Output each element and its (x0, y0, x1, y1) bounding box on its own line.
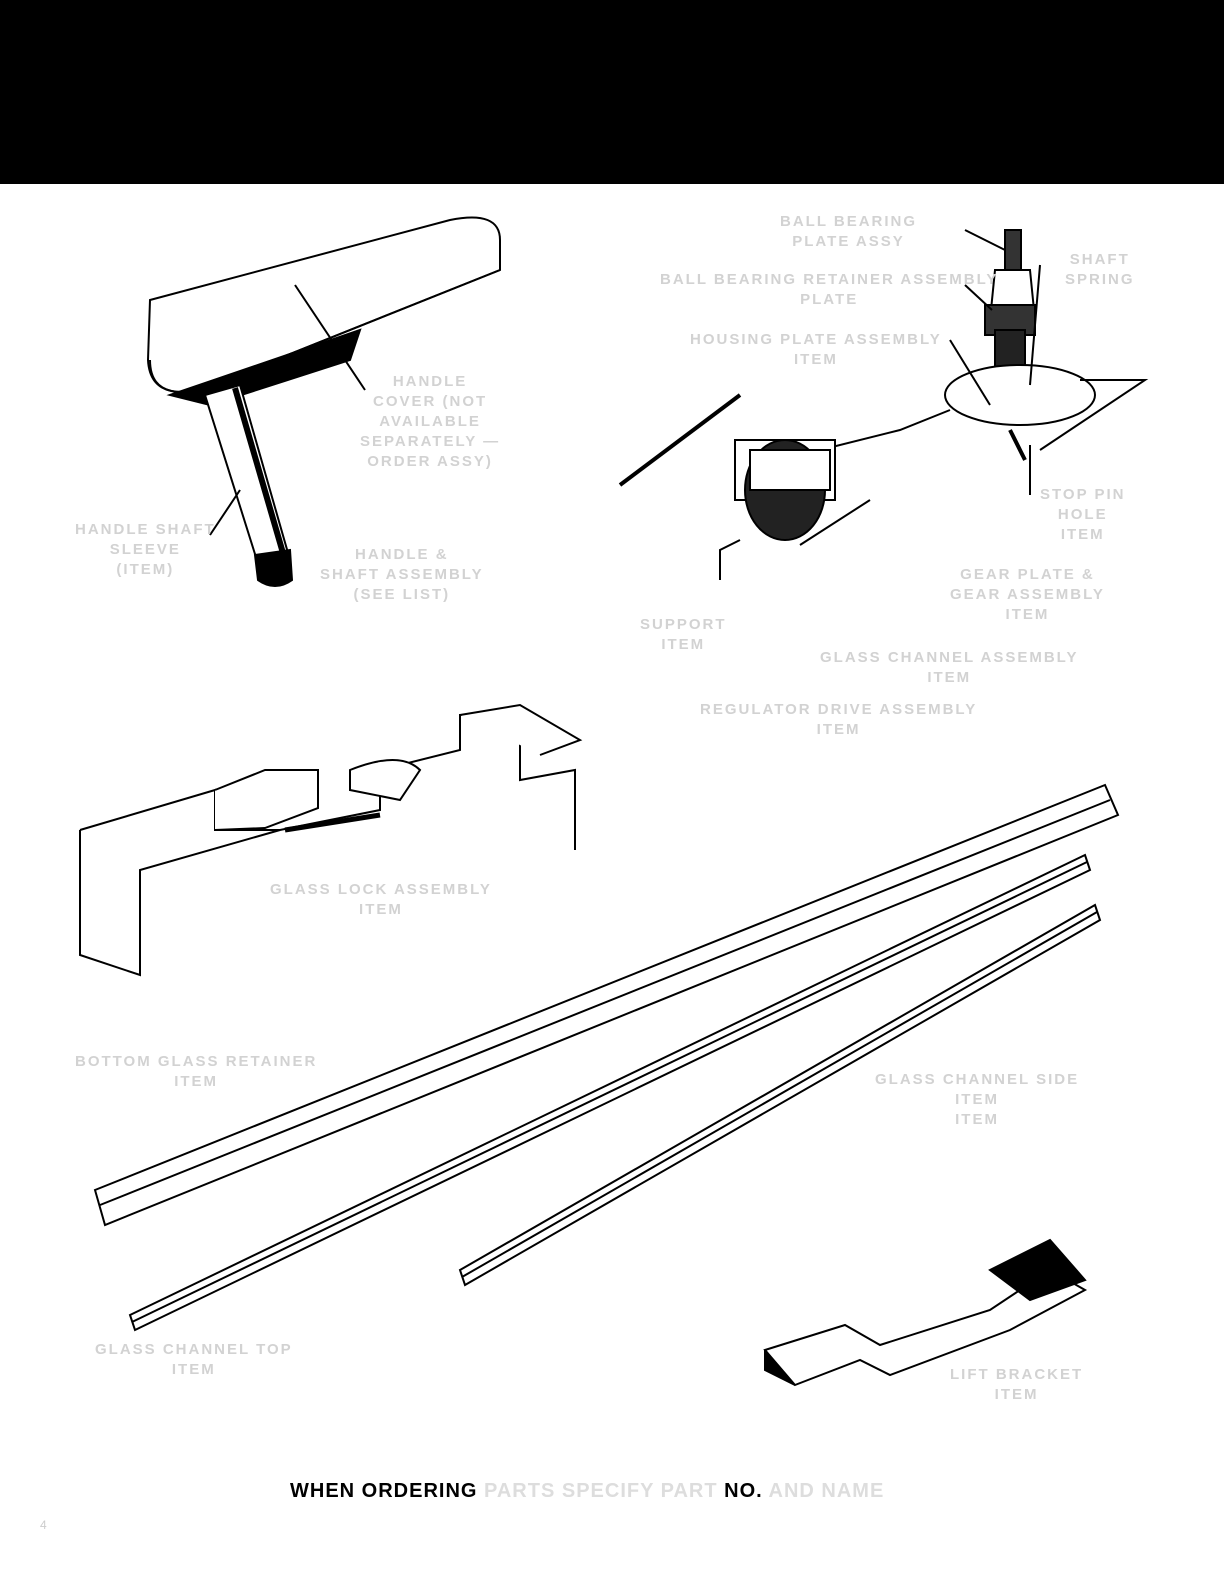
header-band (0, 0, 1224, 184)
label-housing-plate: HOUSING PLATE ASSEMBLY ITEM (690, 331, 942, 368)
label-bearing-plate: BALL BEARING PLATE ASSY (780, 213, 918, 250)
label-handle-sleeve: HANDLE SHAFT SLEEVE (ITEM) (75, 521, 216, 578)
label-channel-top: GLASS CHANNEL TOP ITEM (95, 1341, 293, 1378)
label-bottom-retainer: BOTTOM GLASS RETAINER ITEM (75, 1053, 318, 1090)
label-lift-bracket: LIFT BRACKET ITEM (950, 1366, 1084, 1403)
label-handle-cover: HANDLE COVER (NOT AVAILABLE SEPARATELY —… (360, 373, 501, 470)
label-channel-side: GLASS CHANNEL SIDE ITEM ITEM (875, 1071, 1080, 1128)
page-number: 4 (40, 1518, 47, 1532)
label-regulator: REGULATOR DRIVE ASSEMBLY ITEM (700, 701, 978, 738)
label-shaft-spring: SHAFT SPRING (1065, 251, 1135, 288)
label-bearing-retainer: BALL BEARING RETAINER ASSEMBLY PLATE (660, 271, 999, 308)
ordering-note-bold-2: NO. (724, 1480, 763, 1502)
label-handle-shaft: HANDLE & SHAFT ASSEMBLY (SEE LIST) (320, 546, 484, 603)
label-glass-lock: GLASS LOCK ASSEMBLY ITEM (270, 881, 492, 918)
label-gear-plate: GEAR PLATE & GEAR ASSEMBLY ITEM (950, 566, 1105, 623)
lift-bracket-drawing (763, 1238, 1088, 1387)
glass-lock-drawing (79, 703, 583, 977)
ordering-note-end: AND NAME (762, 1480, 885, 1502)
ordering-note-bold: WHEN ORDERING (290, 1480, 478, 1502)
label-stop-pin: STOP PIN HOLE ITEM (1040, 486, 1126, 543)
channels-drawing (93, 783, 1120, 1332)
regulator-drawing (618, 229, 1149, 580)
ordering-note: WHEN ORDERING PARTS SPECIFY PART NO. AND… (290, 1480, 884, 1503)
label-support: SUPPORT ITEM (640, 616, 727, 653)
ordering-note-text: PARTS SPECIFY PART (477, 1480, 725, 1502)
label-channel-assy: GLASS CHANNEL ASSEMBLY ITEM (820, 649, 1079, 686)
handle-drawing (146, 216, 501, 587)
